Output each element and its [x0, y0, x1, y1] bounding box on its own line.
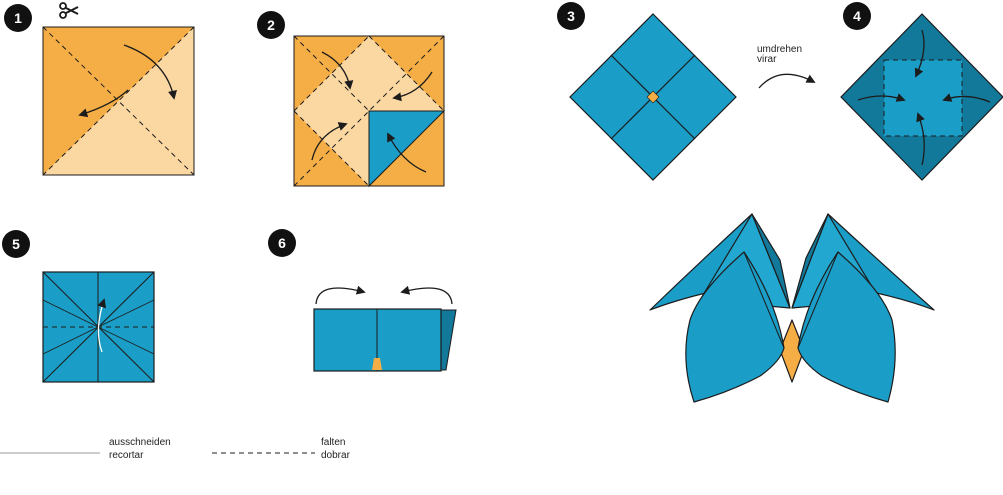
step6-folded-strip: [313, 308, 457, 372]
step-badge-5: 5: [2, 230, 30, 258]
step2-arrow-tl: [321, 51, 354, 90]
legend-fold-de: falten: [321, 437, 346, 448]
turn-over-arrow: [758, 73, 816, 89]
step-badge-3: 3: [557, 2, 585, 30]
step2-arrow-tr: [392, 71, 433, 102]
scissors-icon: [59, 2, 79, 19]
turn-label-de: umdrehen: [757, 44, 803, 55]
step1-arrow-right: [123, 44, 177, 100]
step4-diamond: [840, 13, 1003, 181]
step3-folded-diamond: [569, 13, 737, 181]
step-badge-1: 1: [4, 4, 32, 32]
step1-arrow-left: [78, 89, 129, 118]
turn-label-pt: virar: [757, 54, 777, 65]
legend-cut-de: ausschneiden: [109, 437, 171, 448]
step2-arrow-br: [387, 132, 427, 173]
step1-square: [42, 26, 195, 176]
legend-fold-pt: dobrar: [321, 450, 350, 461]
step-badge-2: 2: [257, 11, 285, 39]
legend-cut-pt: recortar: [109, 450, 144, 461]
finished-fortune-teller: [649, 213, 935, 403]
step2-square: [293, 35, 446, 188]
step4-arrow-bottom: [916, 112, 925, 166]
step5-arrow: [97, 298, 107, 353]
step4-arrow-top: [914, 29, 925, 78]
step6-arrow-left: [315, 285, 366, 305]
step-badge-4: 4: [843, 2, 871, 30]
step4-arrow-right: [942, 93, 991, 103]
step4-arrow-left: [857, 93, 906, 102]
step2-arrow-bl: [311, 122, 348, 161]
step-badge-6: 6: [268, 229, 296, 257]
step6-arrow-right: [400, 285, 453, 305]
